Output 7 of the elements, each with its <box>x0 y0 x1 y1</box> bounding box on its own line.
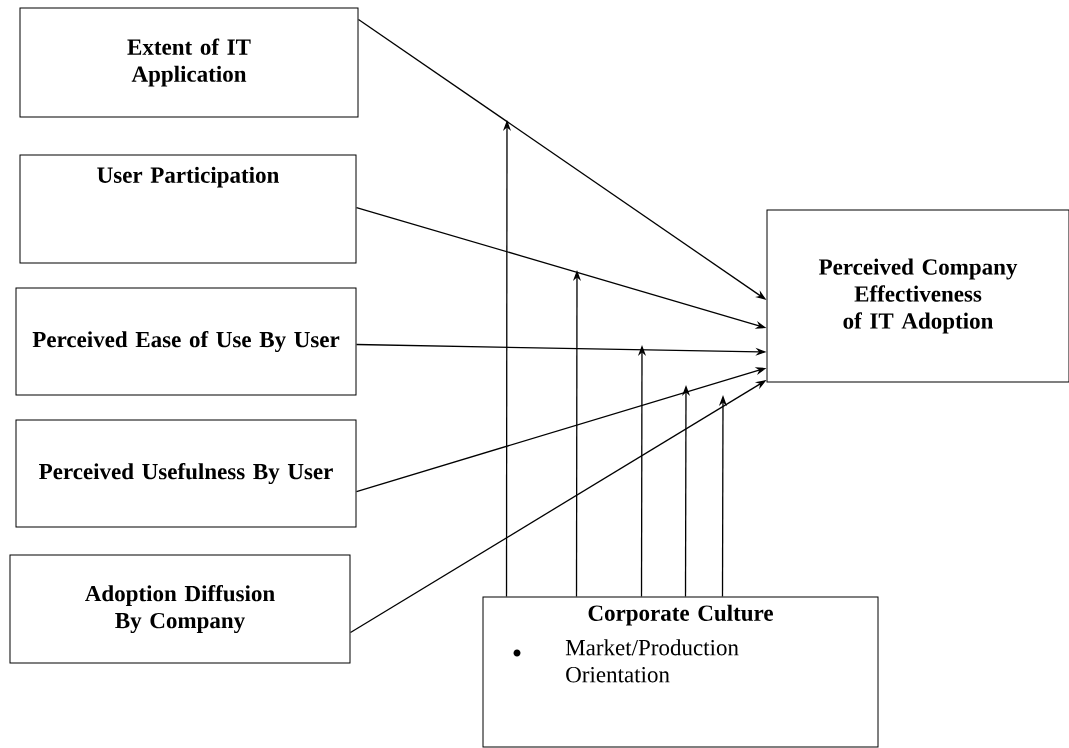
box: Perceived Company Effectiveness of IT Adoption <box>766 209 1069 383</box>
box: Corporate Culture Market/Production Orientation <box>482 596 879 748</box>
box: Extent of IT Application <box>19 7 359 118</box>
box: Perceived Ease of Use By User <box>15 287 357 396</box>
box: Adoption Diffusion By Company <box>9 554 351 664</box>
box: Perceived Usefulness By User <box>15 419 357 528</box>
box: User Participation <box>19 154 357 264</box>
